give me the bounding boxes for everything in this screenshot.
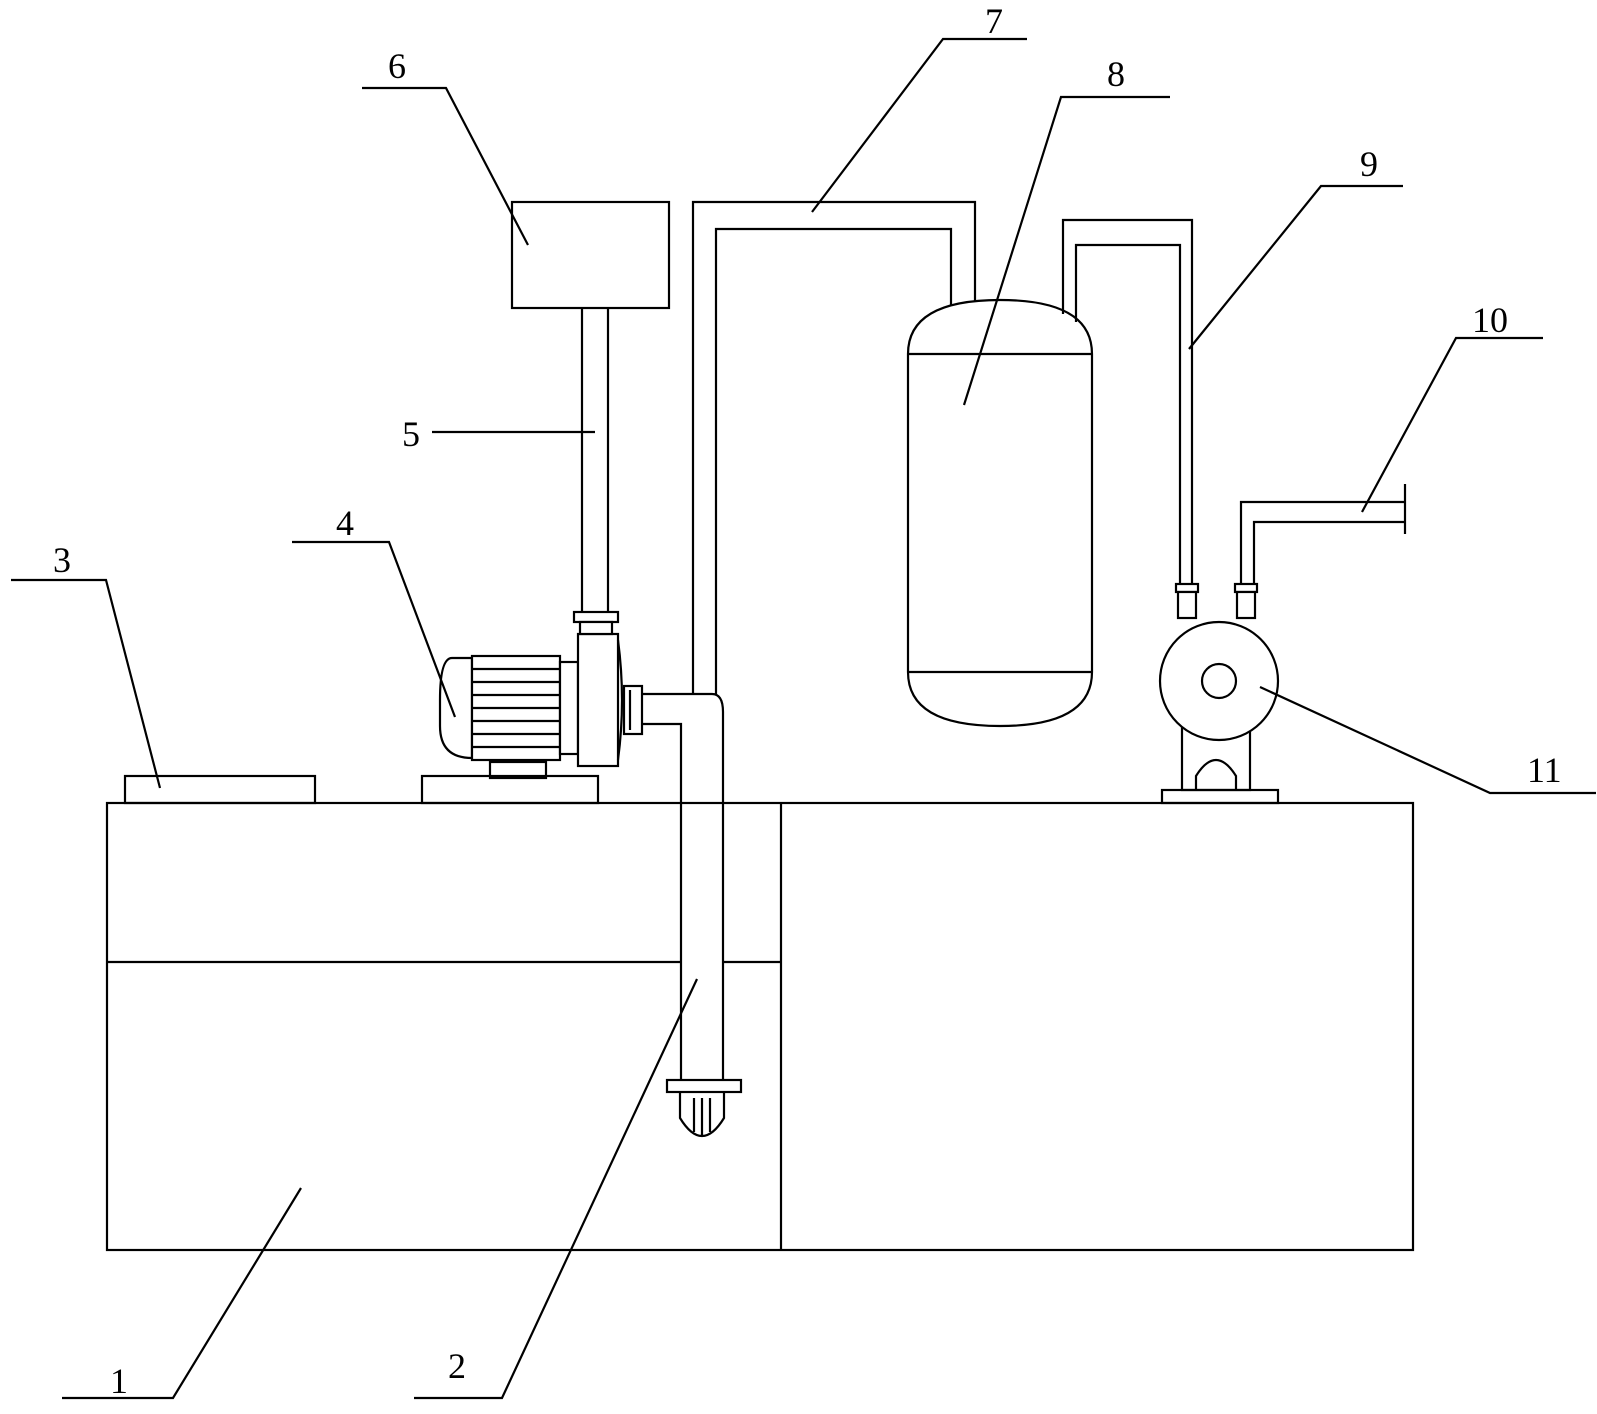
motor [420, 654, 600, 805]
discharge-pipe [1239, 484, 1407, 584]
label-2: 2 [448, 1346, 466, 1386]
water-tank [105, 801, 1415, 1252]
number-labels: 1 2 3 4 5 6 7 8 9 10 11 [53, 1, 1562, 1401]
label-1: 1 [110, 1361, 128, 1401]
pressure-vessel [906, 298, 1094, 728]
label-9: 9 [1360, 144, 1378, 184]
label-10: 10 [1472, 300, 1508, 340]
label-3: 3 [53, 540, 71, 580]
base-plate [123, 774, 317, 805]
label-11: 11 [1527, 750, 1562, 790]
label-4: 4 [336, 503, 354, 543]
pump-body [572, 610, 644, 768]
label-5: 5 [402, 414, 420, 454]
suction-pipe [642, 692, 743, 1137]
leader-lines [11, 37, 1596, 1400]
vacuum-pipe [1061, 218, 1194, 584]
label-8: 8 [1107, 54, 1125, 94]
vertical-pipe [580, 308, 610, 612]
vacuum-pump [1158, 582, 1280, 805]
connecting-pipe [691, 200, 977, 694]
label-7: 7 [985, 1, 1003, 41]
control-box [510, 200, 671, 310]
label-6: 6 [388, 46, 406, 86]
